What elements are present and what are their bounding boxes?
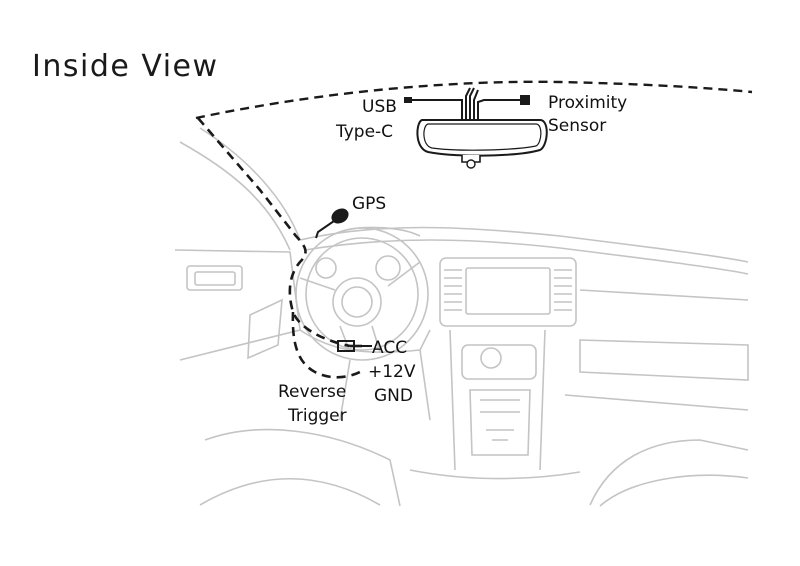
mirror-cables [412, 87, 522, 120]
sensor-label: Sensor [548, 116, 607, 136]
gps-antenna [331, 208, 349, 224]
steering-wheel [295, 227, 429, 361]
reverse-label: Reverse [278, 382, 347, 402]
gps-label: GPS [352, 194, 387, 214]
reverse-trigger-cable [291, 311, 361, 379]
acc-label: ACC [372, 338, 408, 358]
usb-type-c-plug [404, 97, 412, 103]
page-title: Inside View [32, 49, 219, 84]
plus-12v-label: +12V [368, 362, 416, 382]
power-cable-route [197, 117, 351, 348]
rearview-mirror [416, 119, 548, 169]
proximity-label: Proximity [548, 93, 628, 113]
interior-sketch [174, 127, 749, 507]
proximity-sensor-plug [520, 95, 530, 105]
gnd-label: GND [374, 386, 413, 406]
door-handle [186, 265, 243, 291]
windshield-outline [195, 80, 753, 120]
head-unit-screen [439, 257, 577, 327]
usb-label: USB [362, 97, 397, 117]
trigger-label: Trigger [288, 406, 347, 426]
type-c-label: Type-C [336, 122, 394, 142]
gps-cable [315, 220, 335, 239]
